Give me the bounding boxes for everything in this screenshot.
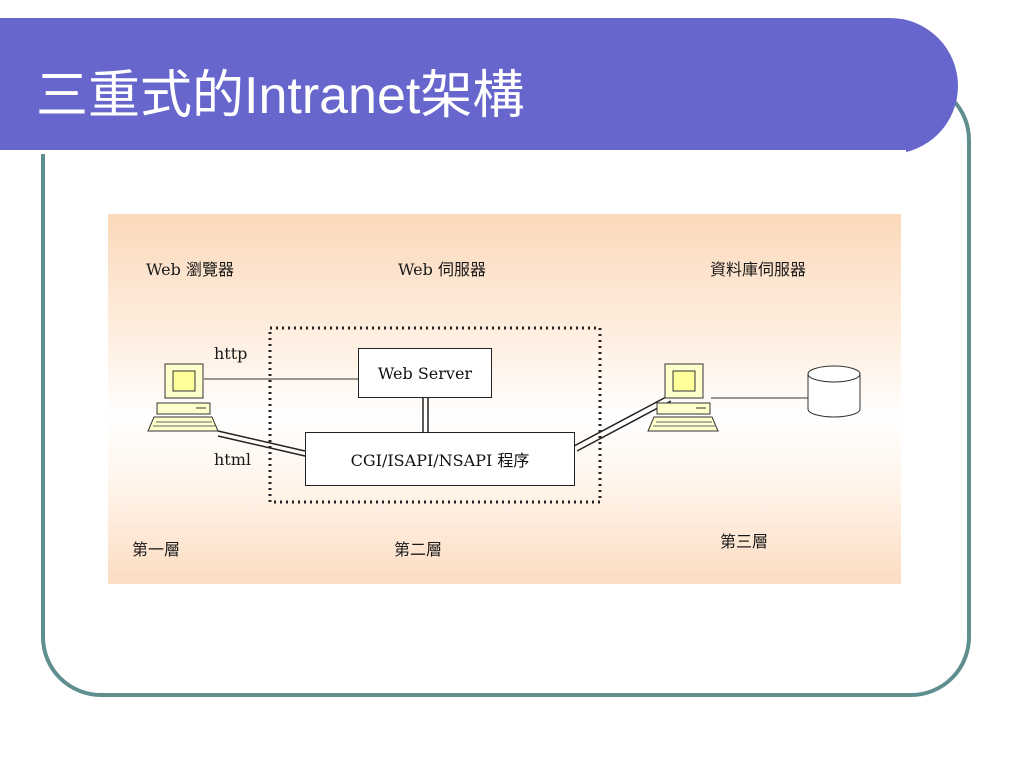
three-tier-diagram: Web 瀏覽器 Web 伺服器 資料庫伺服器 http html Web Ser… [108,214,901,584]
client-computer-icon [147,363,219,432]
diagram-lines [147,326,861,504]
title-banner: 三重式的Intranet架構 [0,18,958,154]
title-underline [0,150,906,154]
cgi-db-link-b [576,400,672,452]
browser-header: Web 瀏覽器 [146,260,234,279]
cgi-db-link-a [573,395,669,447]
db-server-header: 資料庫伺服器 [710,260,807,279]
web-server-header: Web 伺服器 [398,260,486,279]
tier-one-label: 第一層 [132,540,181,559]
slide-title: 三重式的Intranet架構 [36,67,525,125]
html-label: html [214,450,252,469]
tier-three-label: 第三層 [720,532,769,551]
web-server-box: Web Server [358,348,492,398]
http-label: http [214,344,248,363]
tier-two-label: 第二層 [394,540,443,559]
db-server-computer-icon [647,363,719,432]
cgi-program-box: CGI/ISAPI/NSAPI 程序 [305,432,575,486]
database-icon [807,365,861,418]
html-connection-a [217,430,306,452]
html-connection-b [217,435,306,457]
